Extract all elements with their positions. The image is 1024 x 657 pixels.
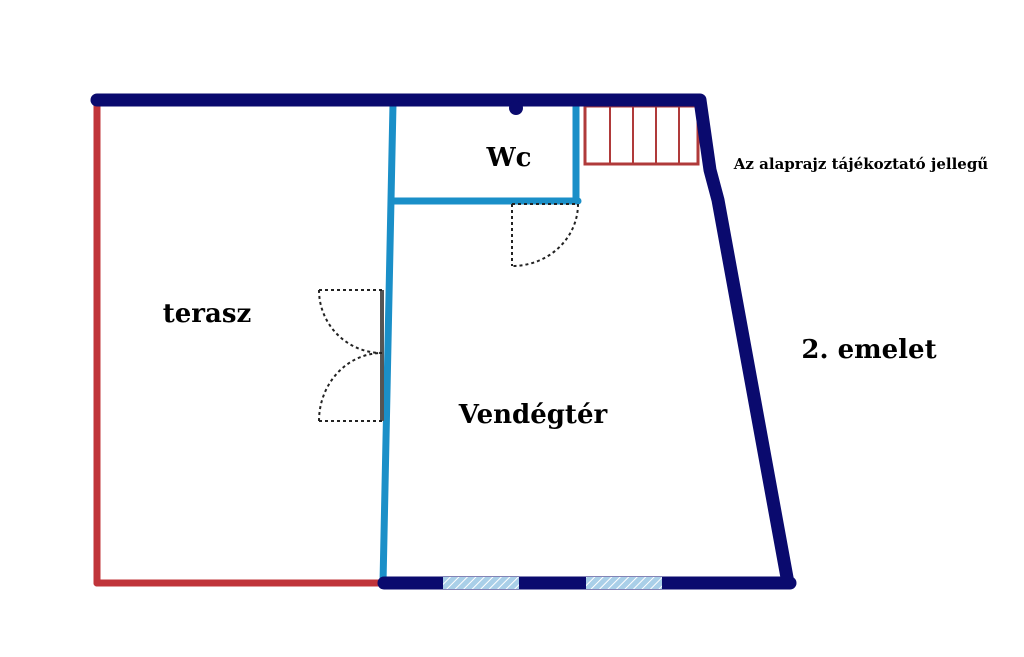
stairs-icon <box>583 104 700 166</box>
guest-area-label: Vendégtér <box>458 400 608 430</box>
window-icon <box>586 577 662 589</box>
wc-label: Wc <box>485 143 531 173</box>
interior-walls <box>379 100 582 587</box>
window-icon <box>443 577 519 589</box>
terrace-label: terasz <box>163 299 252 329</box>
door-icon <box>511 203 579 267</box>
disclaimer-note: Az alaprajz tájékoztató jellegű <box>733 155 989 173</box>
exterior-walls <box>90 93 797 590</box>
floor-label: 2. emelet <box>801 335 936 365</box>
terrace-outline <box>93 96 389 587</box>
door-icon <box>318 289 384 422</box>
